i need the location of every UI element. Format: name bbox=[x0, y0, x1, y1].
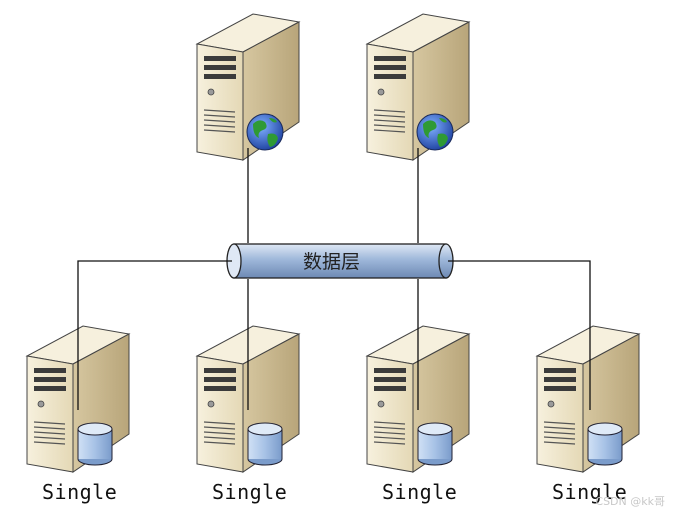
db-server-label: Single bbox=[42, 480, 118, 504]
database-icon bbox=[587, 422, 623, 466]
db-server-label: Single bbox=[382, 480, 458, 504]
db-server-1 bbox=[25, 325, 131, 473]
connection-lines bbox=[77, 148, 591, 410]
web-server-2 bbox=[365, 13, 471, 161]
globe-icon bbox=[246, 113, 284, 151]
db-server-3 bbox=[365, 325, 471, 473]
data-bus bbox=[226, 243, 454, 279]
db-server-4 bbox=[535, 325, 641, 473]
database-icon bbox=[417, 422, 453, 466]
bus-label: 数据层 bbox=[303, 251, 361, 273]
db-server-label: Single bbox=[552, 480, 628, 504]
web-server-1 bbox=[195, 13, 301, 161]
globe-icon bbox=[416, 113, 454, 151]
database-icon bbox=[77, 422, 113, 466]
db-server-label: Single bbox=[212, 480, 288, 504]
link-bus-db4 bbox=[448, 260, 591, 410]
watermark: CSDN @kk哥 bbox=[595, 495, 665, 508]
link-bus-db1 bbox=[77, 260, 232, 410]
database-icon bbox=[247, 422, 283, 466]
